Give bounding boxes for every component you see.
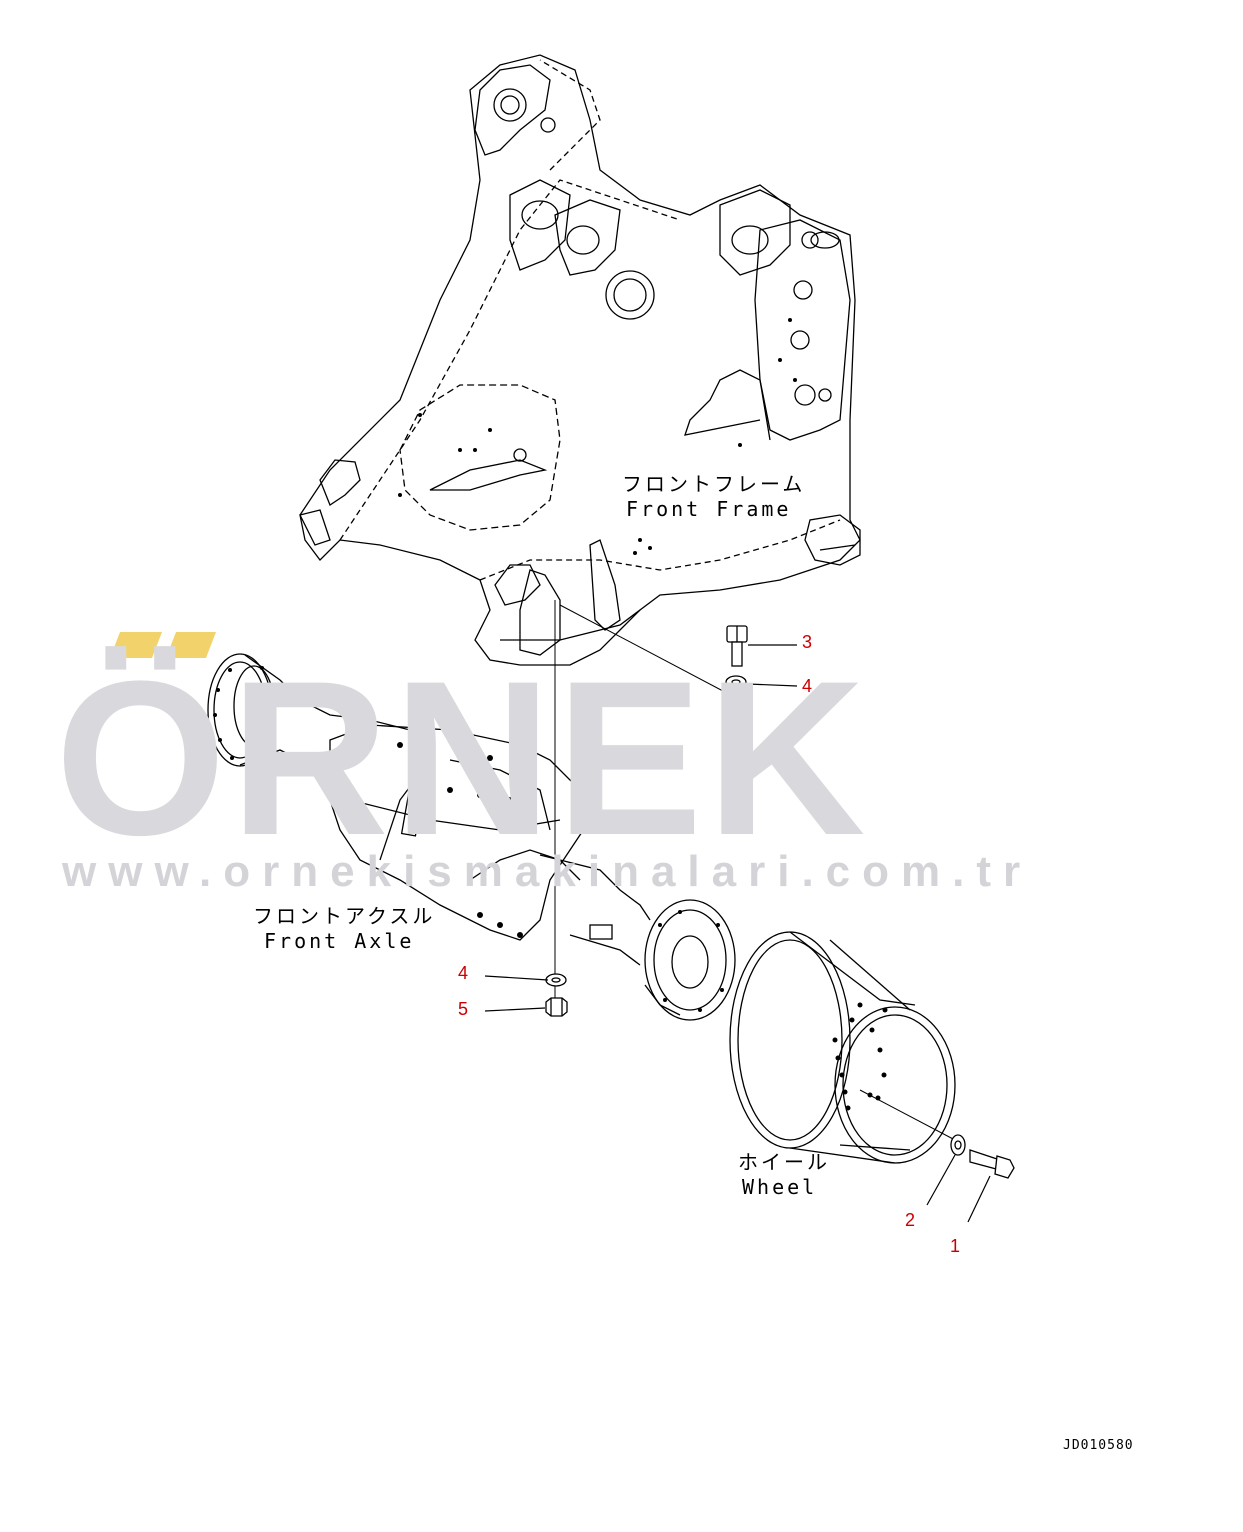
wheel-label-en: Wheel	[742, 1175, 818, 1199]
front-frame-label-en: Front Frame	[626, 497, 792, 521]
front-axle-label-jp: フロントアクスル	[253, 904, 436, 928]
front-frame-label-jp: フロントフレーム	[622, 472, 806, 496]
drawing-number: JD010580	[1063, 1438, 1134, 1453]
washer-2-part	[950, 1134, 966, 1156]
washer-4-lower-part	[545, 973, 567, 987]
nut-5-part	[545, 997, 568, 1017]
wheel-label-jp: ホイール	[738, 1150, 830, 1174]
front-frame-drawing	[299, 54, 861, 666]
washer-4-upper-part	[725, 675, 747, 689]
callout-5: 5	[458, 999, 469, 1019]
bolt-3-part	[726, 625, 748, 667]
callout-leader-lines	[484, 644, 991, 1223]
wheel-drawing	[729, 931, 956, 1164]
watermark-url: www.ornekismakinalari.com.tr	[62, 847, 1033, 896]
watermark-accent-marks	[110, 632, 216, 658]
callout-1: 1	[950, 1236, 961, 1256]
callout-4-lower: 4	[458, 963, 469, 983]
callout-2: 2	[905, 1210, 916, 1230]
bolt-1-part	[969, 1149, 1015, 1179]
callout-3: 3	[802, 632, 813, 652]
front-axle-label-en: Front Axle	[264, 929, 415, 953]
callout-4-upper: 4	[802, 676, 813, 696]
front-axle-drawing	[207, 653, 736, 1021]
watermark-brand: ÖRNEK	[55, 635, 870, 881]
